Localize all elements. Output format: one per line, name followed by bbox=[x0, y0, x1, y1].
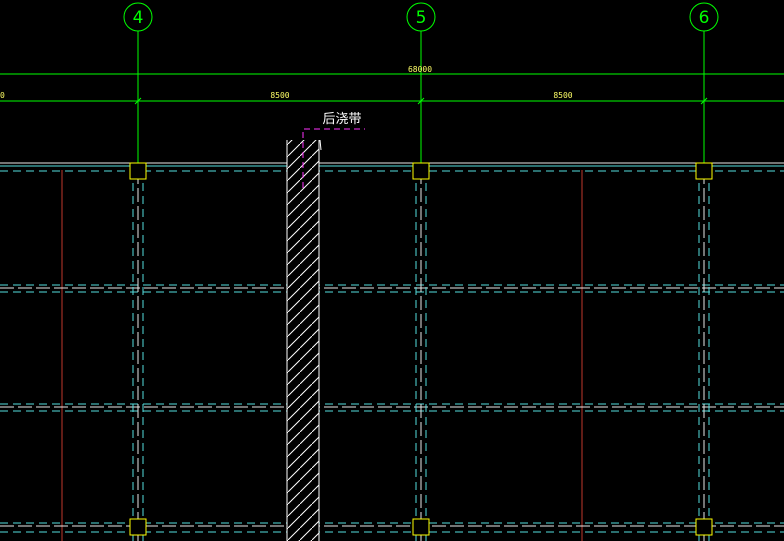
column[interactable] bbox=[129, 162, 147, 180]
overall-dimension-text: 68000 bbox=[408, 65, 432, 74]
axis-label-5: 5 bbox=[416, 8, 427, 28]
column[interactable] bbox=[129, 518, 147, 536]
bay-dimension-text-left: 0 bbox=[0, 91, 5, 100]
beam-row-2 bbox=[0, 284, 784, 293]
bay-dimension-text-4-5: 8500 bbox=[270, 91, 289, 100]
post-pour-strip-label: 后浇带 bbox=[322, 112, 361, 127]
axis-lines bbox=[137, 31, 705, 166]
beam-row-3 bbox=[0, 403, 784, 412]
axis-label-6: 6 bbox=[699, 8, 710, 28]
axis-bubble-6[interactable]: 6 bbox=[689, 2, 719, 32]
axis-bubble-4[interactable]: 4 bbox=[123, 2, 153, 32]
column[interactable] bbox=[695, 518, 713, 536]
secondary-lines bbox=[61, 170, 583, 541]
bay-dimension-text-5-6: 8500 bbox=[553, 91, 572, 100]
columns bbox=[129, 162, 713, 536]
beam-col-5 bbox=[415, 170, 427, 541]
axis-label-4: 4 bbox=[133, 8, 144, 28]
column[interactable] bbox=[412, 162, 430, 180]
vertical-beams bbox=[132, 170, 710, 541]
post-pour-strip[interactable] bbox=[286, 140, 320, 541]
dimension-ticks bbox=[134, 97, 708, 105]
beam-col-6 bbox=[698, 170, 710, 541]
beam-col-4 bbox=[132, 170, 144, 541]
column[interactable] bbox=[412, 518, 430, 536]
axis-bubble-5[interactable]: 5 bbox=[406, 2, 436, 32]
annotation-leader bbox=[302, 128, 365, 188]
dimension-lines bbox=[0, 73, 784, 105]
column[interactable] bbox=[695, 162, 713, 180]
